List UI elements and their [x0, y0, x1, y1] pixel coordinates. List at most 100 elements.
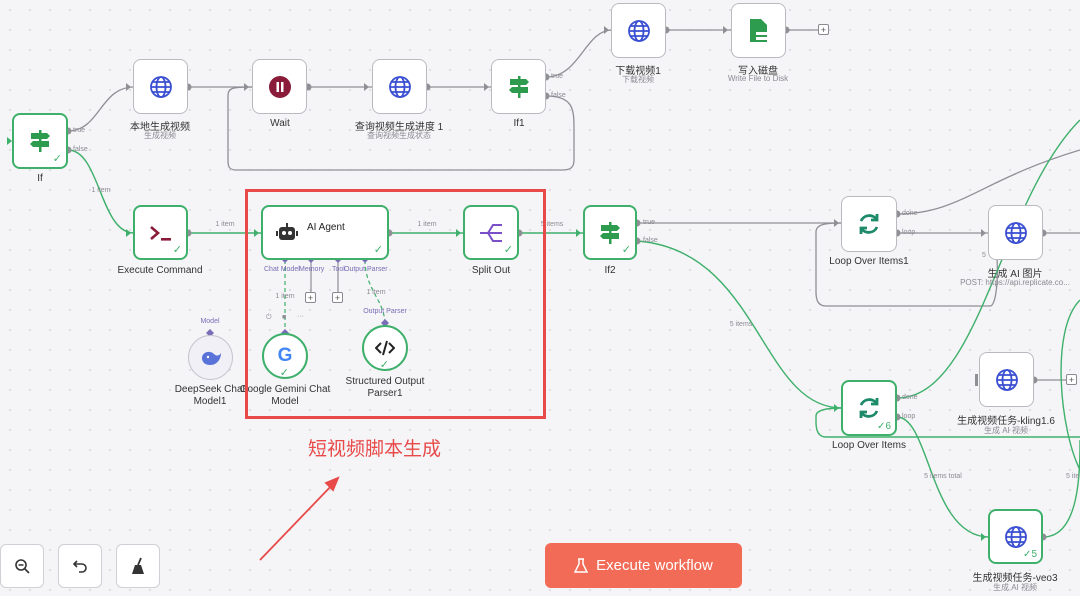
node-label: 查询视频生成进度 1 — [354, 122, 444, 133]
globe-icon — [1004, 221, 1027, 244]
success-check-icon: ✓ — [373, 244, 383, 256]
pause-icon — [268, 75, 291, 98]
node-label: Wait — [270, 118, 290, 129]
node-label: Model — [271, 396, 299, 407]
annotation-text: 短视频脚本生成 — [308, 438, 442, 460]
success-check-icon: ✓ — [379, 359, 389, 371]
add-node-button[interactable]: + — [818, 24, 829, 35]
node-label: Structured Output — [345, 376, 425, 387]
node-subtitle: 生成 AI 视频 — [983, 426, 1029, 435]
if2-false-label: false — [643, 237, 658, 244]
node-label: 生成 AI 图片 — [987, 269, 1043, 280]
ai-agent-node[interactable]: AI Agent ✓ — [261, 205, 389, 260]
execute-workflow-button[interactable]: Execute workflow — [545, 543, 742, 588]
kling-task-node[interactable] — [979, 352, 1034, 407]
download-video-node[interactable] — [611, 3, 666, 58]
edge-count-label: 1 item — [417, 221, 437, 228]
node-label: DeepSeek Chat — [174, 384, 246, 395]
output-parser-tag: Output Parser — [363, 308, 407, 315]
item-count-label: 5 — [982, 252, 986, 259]
execute-workflow-label: Execute workflow — [596, 557, 713, 574]
node-label: AI Agent — [307, 222, 345, 233]
node-label: 生成视频任务-kling1.6 — [957, 416, 1055, 427]
loop-done-label: done — [902, 394, 918, 401]
split-out-node[interactable]: ✓ — [463, 205, 519, 260]
if1-node[interactable] — [491, 59, 546, 114]
output-parser-port-label: Output Parser — [344, 266, 388, 273]
loop-over-items1-node[interactable] — [841, 196, 897, 252]
node-label: 下载视频1 — [615, 66, 661, 77]
refresh-icon — [859, 398, 879, 418]
loop1-done-label: done — [902, 210, 918, 217]
gemini-model-node[interactable]: G ✓ — [262, 333, 308, 379]
edge-count-label: 5 items — [540, 221, 564, 228]
file-disk-icon — [749, 18, 768, 42]
clear-execution-button[interactable] — [116, 544, 160, 588]
structured-parser-node[interactable]: ✓ — [362, 325, 408, 371]
loop-over-items-node[interactable]: ✓6 — [841, 380, 897, 436]
if1-true-label: true — [551, 73, 564, 80]
globe-icon — [1004, 525, 1027, 548]
globe-icon — [149, 75, 172, 98]
wait-node[interactable] — [252, 59, 307, 114]
if-true-label: true — [73, 127, 86, 134]
query-progress-node[interactable] — [372, 59, 427, 114]
edge-count-label: 5 ite — [1066, 473, 1080, 480]
node-subtitle: 下载视频 — [622, 75, 654, 84]
zoom-out-icon — [15, 559, 30, 574]
node-subtitle: 查询视频生成状态 — [367, 131, 431, 140]
execute-command-node[interactable]: ✓ — [133, 205, 188, 260]
signpost-icon — [600, 221, 620, 244]
signpost-icon — [30, 130, 50, 152]
edge-count-label: 5 items total — [924, 473, 962, 480]
whale-icon — [201, 351, 221, 365]
success-check-icon: ✓ — [503, 244, 513, 256]
model-port-label: Model — [200, 318, 220, 325]
zoom-out-button[interactable] — [0, 544, 44, 588]
more-icon[interactable]: ··· — [297, 313, 304, 320]
edge-count-label: 1 item — [366, 289, 386, 296]
tool-port-label: Tool — [332, 266, 345, 273]
add-node-button[interactable]: + — [1066, 374, 1077, 385]
node-label: Model1 — [193, 396, 227, 407]
node-label: Google Gemini Chat — [239, 384, 331, 395]
split-icon — [480, 223, 502, 242]
node-label: Parser1 — [367, 388, 403, 399]
node-label: If — [37, 173, 43, 184]
add-tool-button[interactable]: + — [332, 292, 343, 303]
delete-icon[interactable]: ■ — [282, 314, 287, 321]
edge-count-label: 1 item — [275, 293, 295, 300]
chat-model-port-label: Chat Model — [264, 266, 300, 273]
if2-node[interactable]: ✓ — [583, 205, 637, 260]
node-label: 本地生成视频 — [130, 122, 190, 133]
loop1-loop-label: loop — [902, 229, 916, 236]
edge-count-label: 1 item — [91, 187, 111, 194]
broom-icon — [132, 557, 144, 574]
success-check-icon: ✓5 — [1023, 549, 1037, 560]
write-disk-node[interactable] — [731, 3, 786, 58]
veo3-task-node[interactable]: ✓5 — [988, 509, 1043, 564]
terminal-icon — [149, 225, 171, 241]
code-icon — [375, 340, 395, 356]
node-subtitle: POST: https://api.replicate.co... — [960, 278, 1070, 287]
deepseek-model-node[interactable] — [188, 335, 233, 380]
robot-icon — [276, 222, 298, 240]
power-icon[interactable]: ⏻ — [266, 314, 272, 321]
if2-true-label: true — [643, 219, 656, 226]
node-label: Loop Over Items1 — [829, 256, 909, 267]
node-subtitle: 生成视频 — [144, 131, 176, 140]
edge-count-label: 1 item — [215, 221, 235, 228]
node-label: Split Out — [471, 265, 511, 276]
success-check-icon: ✓ — [621, 244, 631, 256]
if-node[interactable]: ✓ — [12, 113, 68, 169]
success-check-icon: ✓ — [172, 244, 182, 256]
node-label: Loop Over Items — [832, 440, 906, 451]
undo-button[interactable] — [58, 544, 102, 588]
if1-false-label: false — [551, 92, 566, 99]
success-check-icon: ✓ — [279, 367, 289, 379]
local-video-node[interactable] — [133, 59, 188, 114]
gen-ai-image-node[interactable] — [988, 205, 1043, 260]
memory-port-label: Memory — [299, 266, 325, 273]
add-memory-button[interactable]: + — [305, 292, 316, 303]
